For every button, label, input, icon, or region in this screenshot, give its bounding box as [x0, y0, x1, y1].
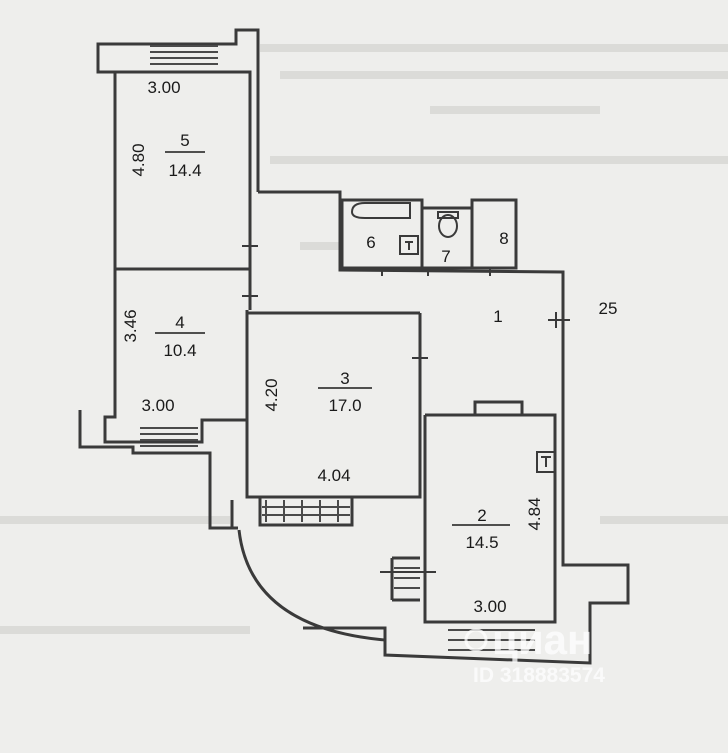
room-7-number: 7	[441, 247, 450, 266]
dim-room3-width: 4.04	[317, 466, 350, 485]
room-8-outline	[470, 198, 518, 270]
curved-balcony	[237, 529, 386, 642]
room-3-number: 3	[340, 369, 349, 388]
dim-room2-width: 3.00	[473, 597, 506, 616]
window-hatching	[140, 45, 535, 651]
room-8-number: 8	[499, 229, 508, 248]
watermark-brand: циан	[492, 616, 592, 663]
room-2-number: 2	[477, 506, 486, 525]
dim-room2-length: 4.84	[525, 497, 544, 530]
fraction-bars	[155, 151, 510, 526]
dim-room5-width: 3.00	[147, 78, 180, 97]
room-2-area: 14.5	[465, 533, 498, 552]
room-4-area: 10.4	[163, 341, 196, 360]
outer-wall-left	[96, 28, 422, 499]
toilet-icon	[438, 214, 458, 238]
dim-room5-length: 4.80	[129, 143, 148, 176]
dim-room3-length: 4.20	[262, 378, 281, 411]
walls	[78, 28, 630, 665]
dim-room4-length: 3.46	[121, 309, 140, 342]
dim-room4-width: 3.00	[141, 396, 174, 415]
watermark-listing-id: ID 318883574	[473, 664, 605, 687]
room-3-area: 17.0	[328, 396, 361, 415]
room-4-number: 4	[175, 313, 184, 332]
outer-wall	[258, 190, 630, 665]
room-5-number: 5	[180, 131, 189, 150]
bathtub-icon	[350, 202, 411, 219]
dim-side-note: 25	[599, 299, 618, 318]
stove-icon	[536, 451, 556, 473]
watermark: циан ID 318883574	[464, 616, 605, 687]
door-markers	[242, 238, 570, 573]
sink-icon	[399, 235, 419, 255]
room-5-area: 14.4	[168, 161, 201, 180]
room-6-number: 6	[366, 233, 375, 252]
background-bleed	[0, 44, 728, 634]
room-1-number: 1	[493, 307, 502, 326]
plumbing-fixtures	[350, 202, 556, 473]
watermark-logo-icon	[464, 628, 488, 652]
